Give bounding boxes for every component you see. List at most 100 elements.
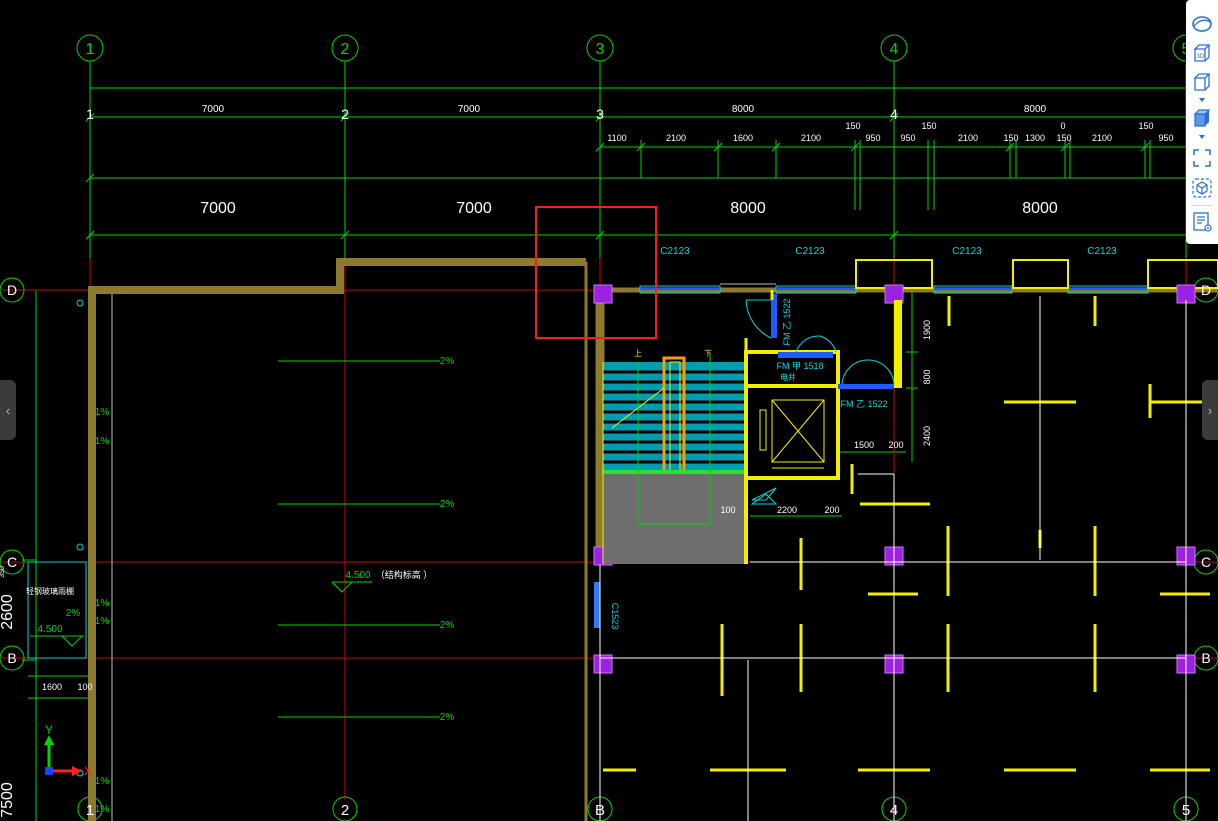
dim-detail: 2100 — [801, 133, 821, 143]
ucs-x-label: X — [84, 764, 92, 778]
view-toolbar: 3D — [1186, 0, 1218, 244]
grid-bottom-label: 4 — [890, 802, 898, 819]
dim-detail: 150 — [1003, 133, 1018, 143]
grid-bottom-label: B — [595, 802, 605, 819]
dim-detail: 950 — [1158, 133, 1173, 143]
slope-arrows — [30, 360, 440, 718]
dim-detail: 2100 — [1092, 133, 1112, 143]
selection-box[interactable] — [535, 206, 657, 339]
grid-mid-label: 2 — [341, 106, 349, 122]
grid-mid-label: 4 — [890, 106, 898, 122]
chevron-right-icon: › — [1207, 402, 1213, 418]
fullscreen-icon[interactable] — [1190, 146, 1214, 170]
stair — [602, 354, 746, 564]
shaded-cube-icon[interactable] — [1190, 106, 1214, 130]
cube-view-icon[interactable] — [1190, 70, 1214, 94]
slope-label: 2% — [440, 356, 455, 367]
dimension-ticks — [85, 112, 1150, 240]
chevron-down-icon[interactable] — [1197, 134, 1207, 140]
sphere-view-icon[interactable] — [1190, 12, 1214, 36]
elevation-note: （结构标高 ） — [376, 569, 433, 580]
chevron-left-icon: ‹ — [5, 402, 11, 418]
canopy-slope: 2% — [66, 608, 81, 619]
dim-core: 2200 — [777, 505, 797, 515]
dim-left-small: 100 — [77, 682, 92, 692]
svg-text:3D: 3D — [1197, 54, 1205, 60]
window-tag: C2123 — [660, 246, 690, 257]
dim-core: 200 — [824, 505, 839, 515]
3d-view-icon[interactable]: 3D — [1190, 41, 1214, 65]
slope-label: 2% — [440, 620, 455, 631]
window-tag: C2123 — [795, 246, 825, 257]
canopy — [27, 299, 87, 777]
dim-large: 7000 — [200, 200, 236, 217]
door-swings — [745, 299, 895, 505]
dim-detail: 950 — [900, 133, 915, 143]
slope-label-left: 1% — [95, 436, 110, 447]
dim-detail: 1300 — [1025, 133, 1045, 143]
balcony-outlines — [720, 259, 1218, 289]
door-tag: FM 甲 1518 — [776, 361, 823, 371]
dim-large: 8000 — [730, 200, 766, 217]
dim-detail: 0 — [1060, 121, 1065, 131]
left-panel-toggle[interactable]: ‹ — [0, 380, 16, 440]
row-label-right: D — [1201, 282, 1211, 298]
row-label-left: D — [7, 282, 17, 298]
chevron-down-icon[interactable] — [1197, 97, 1207, 103]
grid-bubble-label: 4 — [890, 41, 899, 58]
dim-left: 7500 — [0, 782, 16, 818]
elevation-left: 4.500 — [37, 624, 62, 635]
dim-detail: 150 — [1056, 133, 1071, 143]
grid-mid-label: 3 — [596, 106, 604, 122]
slope-label: 2% — [440, 499, 455, 510]
dim-small: 8000 — [732, 104, 755, 115]
grid-bubble-label: 1 — [86, 41, 95, 58]
dim-small: 7000 — [458, 104, 481, 115]
right-panel-toggle[interactable]: › — [1202, 380, 1218, 440]
dim-left-small: 1600 — [42, 682, 62, 692]
window-tag: C1523 — [610, 603, 620, 630]
stair-up-label: 上 — [634, 349, 642, 358]
grid-bottom-label: 2 — [341, 802, 349, 819]
dim-vertical: 800 — [922, 369, 932, 384]
slope-label-left: 1% — [95, 804, 110, 815]
door-tag: FM 乙 1522 — [840, 399, 887, 409]
slope-label-left: 1% — [95, 598, 110, 609]
door-tag: FM 乙 1522 — [782, 298, 792, 345]
slope-label-left: 1% — [95, 616, 110, 627]
row-label-right: C — [1201, 554, 1211, 570]
dim-detail: 950 — [865, 133, 880, 143]
row-label-right: B — [1201, 650, 1210, 666]
room-label: 电井 — [780, 372, 796, 382]
dim-left-tiny: 350 — [0, 566, 6, 578]
dim-large: 8000 — [1022, 200, 1058, 217]
row-label-left: B — [7, 650, 16, 666]
dim-core: 200 — [888, 440, 903, 450]
properties-icon[interactable] — [1190, 210, 1214, 234]
dim-vertical: 2400 — [922, 426, 932, 446]
grid-bottom-label: 5 — [1182, 802, 1190, 819]
dim-vertical: 1900 — [922, 320, 932, 340]
dim-small: 8000 — [1024, 104, 1047, 115]
dim-core: 1500 — [854, 440, 874, 450]
grid-bubble-label: 2 — [341, 41, 350, 58]
stair-down-label: 下 — [704, 349, 712, 358]
dim-detail: 150 — [845, 121, 860, 131]
dim-large: 7000 — [456, 200, 492, 217]
dim-detail: 1100 — [607, 133, 626, 143]
ucs-icon — [44, 735, 82, 776]
dim-detail: 2100 — [958, 133, 978, 143]
grid-mid-label: 1 — [86, 106, 94, 122]
row-label-left: C — [7, 554, 17, 570]
grid-bottom-label: 1 — [86, 802, 94, 819]
dim-detail: 150 — [921, 121, 936, 131]
canopy-note: 轻钢玻璃雨棚 — [26, 586, 74, 596]
slope-label-left: 1% — [95, 776, 110, 787]
layer-cube-icon[interactable] — [1190, 176, 1214, 200]
partitions — [599, 296, 1210, 821]
ucs-y-label: Y — [45, 723, 53, 737]
elevation-label: 4.500 — [345, 570, 370, 581]
dim-left: 2600 — [0, 594, 16, 630]
dim-detail: 150 — [1138, 121, 1153, 131]
